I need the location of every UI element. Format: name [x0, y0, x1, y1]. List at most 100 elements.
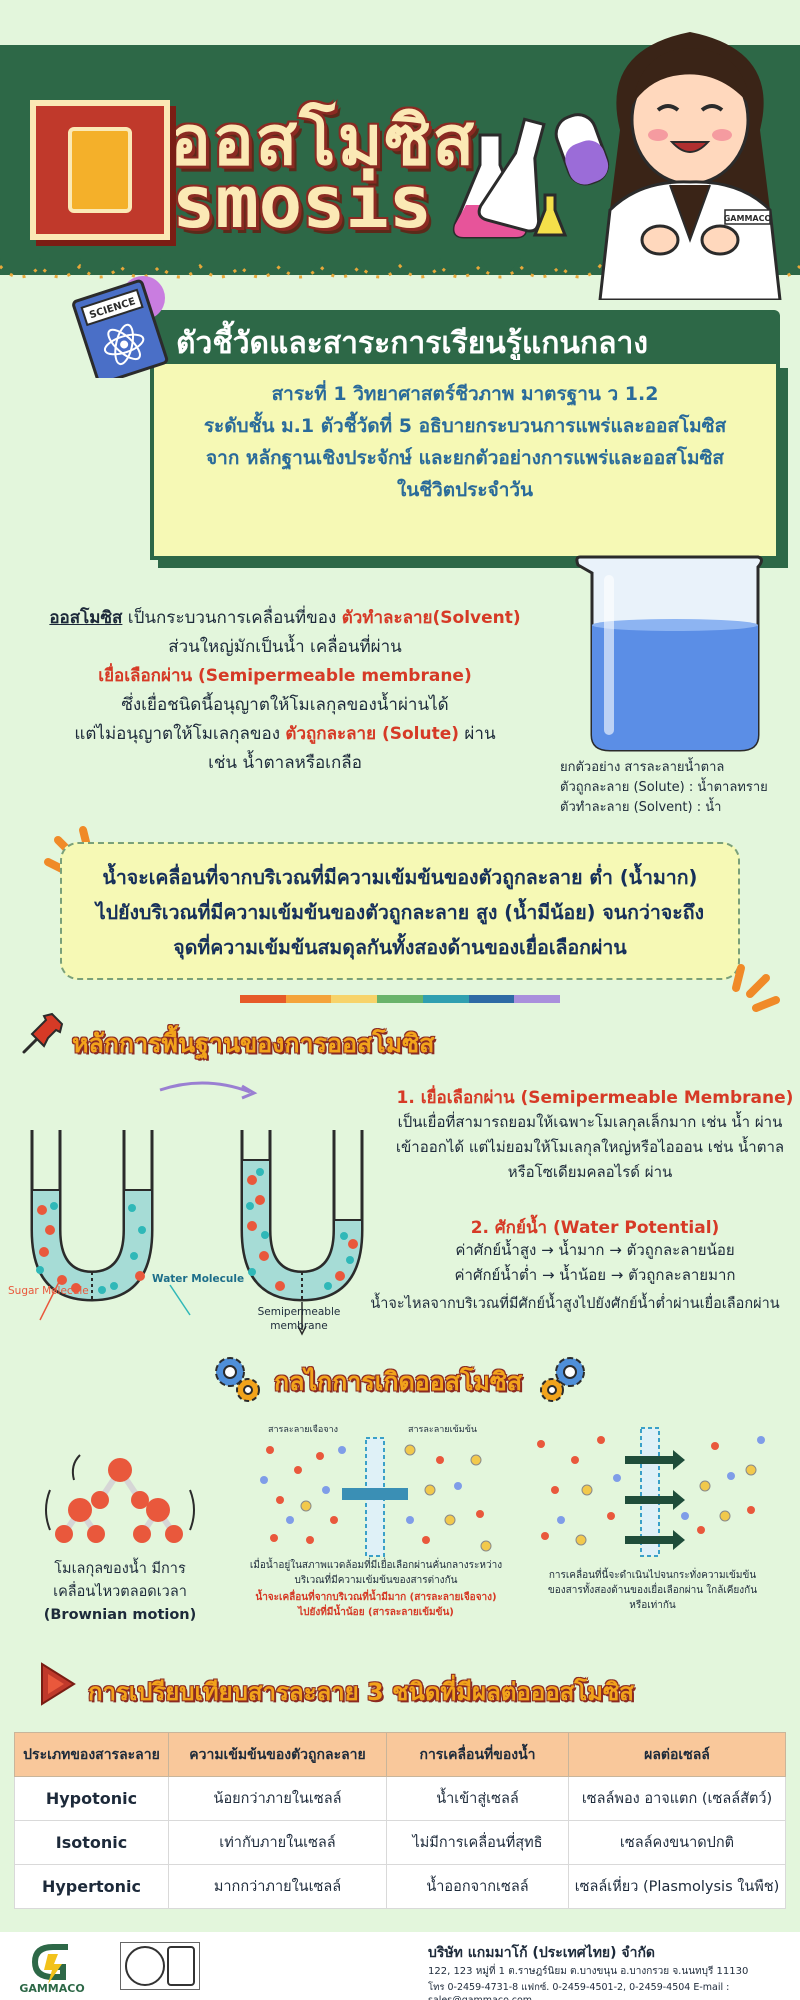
solution-comparison-table: ประเภทของสารละลาย ความเข้มข้นของตัวถูกละ… [14, 1732, 786, 1909]
example-line: ยกตัวอย่าง สารละลายน้ำตาล [560, 760, 725, 775]
mechanism-caption-1: เมื่อน้ำอยู่ในสภาพแวดล้อมที่มีเยื่อเลือก… [248, 1558, 504, 1588]
table-cell: เซลล์คงขนาดปกติ [568, 1820, 786, 1865]
pushpin-icon [22, 1012, 64, 1054]
principle-2-summary: น้ำจะไหลจากบริเวณที่มีศักย์น้ำสูงไปยังศั… [370, 1296, 780, 1312]
movement-line: จุดที่ความเข้มข้นสมดุลกันทั้งสองด้านของเ… [173, 936, 627, 959]
curriculum-standard-box: สาระที่ 1 วิทยาศาสตร์ชีวภาพ มาตรฐาน ว 1.… [150, 360, 780, 560]
table-row: Hypertonic มากกว่าภายในเซลล์ น้ำออกจากเซ… [14, 1864, 786, 1909]
title-english: smosis [172, 160, 433, 244]
column-header: การเคลื่อนที่ของน้ำ [386, 1732, 569, 1777]
definition-text: ผ่าน [459, 724, 496, 744]
table-header-row: ประเภทของสารละลาย ความเข้มข้นของตัวถูกละ… [14, 1732, 786, 1777]
table-cell: น้ำออกจากเซลล์ [386, 1864, 569, 1909]
comparison-title: การเปรียบเทียบสารละลาย 3 ชนิดที่มีผลต่ออ… [88, 1678, 634, 1706]
footer: GAMMACO บริษัท แกมมาโก้ (ประเทศไทย) จำกั… [0, 1932, 800, 2000]
example-line: ตัวถูกละลาย (Solute) : น้ำตาลทราย [560, 780, 768, 795]
caption-line: (Brownian motion) [43, 1607, 197, 1623]
term-osmosis: ออสโมซิส [49, 608, 123, 628]
principle-line: ค่าศักย์น้ำสูง → น้ำมาก → ตัวถูกละลายน้อ… [455, 1241, 735, 1259]
definition-text: เป็นกระบวนการเคลื่อนที่ของ [122, 608, 342, 628]
movement-line: ไปยังบริเวณที่มีความเข้มข้นของตัวถูกละลา… [95, 901, 705, 924]
definition-text: ส่วนใหญ่มักเป็นน้ำ เคลื่อนที่ผ่าน [168, 637, 402, 657]
water-molecule-illustration [45, 1454, 195, 1543]
caption-line: เมื่อน้ำอยู่ในสภาพแวดล้อมที่มีเยื่อเลือก… [249, 1560, 503, 1571]
definition-text: เช่น น้ำตาลหรือเกลือ [208, 753, 362, 773]
company-address: 122, 123 หมู่ที่ 1 ต.ราษฎร์นิยม ต.บางขนุ… [428, 1966, 749, 1977]
membrane-diffusion-diagram [260, 1437, 492, 1557]
definition-text: แต่ไม่อนุญาตให้โมเลกุลของ [74, 724, 286, 744]
mechanism-title: กลไกการเกิดออสโมซิส [274, 1367, 523, 1396]
header-banner: ออสโมซิส smosis GAMMACO [0, 0, 800, 300]
mechanism-caption-2: การเคลื่อนที่นี้จะดำเนินไปจนกระทั่งความเ… [530, 1568, 775, 1613]
lab-flasks-icon [452, 113, 610, 239]
osmosis-definition: ออสโมซิส เป็นกระบวนการเคลื่อนที่ของ ตัวท… [20, 604, 550, 778]
curriculum-line: ในชีวิตประจำวัน [396, 479, 534, 501]
badge-label: GAMMACO [724, 214, 772, 223]
u-tube-osmosis-diagram [30, 1081, 364, 1336]
principle-1-body: เป็นเยื่อที่สามารถยอมให้เฉพาะโมเลกุลเล็ก… [380, 1110, 800, 1185]
table-cell: น้ำเข้าสู่เซลล์ [386, 1776, 569, 1821]
sugar-molecule-label: Sugar Molecule [8, 1285, 89, 1297]
dilute-solution-label: สารละลายเจือจาง [268, 1425, 339, 1435]
table-cell: เซลล์พอง อาจแตก (เซลล์สัตว์) [568, 1776, 786, 1821]
science-book-icon: SCIENCE [72, 276, 169, 378]
table-cell: เท่ากับภายในเซลล์ [168, 1820, 387, 1865]
beaker-illustration [575, 555, 763, 752]
term-solute: ตัวถูกละลาย (Solute) [285, 724, 460, 744]
table-cell: มากกว่าภายในเซลล์ [168, 1864, 387, 1909]
caption-line: โมเลกุลของน้ำ มีการ [54, 1561, 186, 1577]
term-membrane: เยื่อเลือกผ่าน (Semipermeable membrane) [98, 666, 472, 686]
table-cell: เซลล์เหี่ยว (Plasmolysis ในพืช) [568, 1864, 786, 1909]
curriculum-line: สาระที่ 1 วิทยาศาสตร์ชีวภาพ มาตรฐาน ว 1.… [271, 383, 659, 405]
table-cell: Isotonic [14, 1820, 169, 1865]
sugar-solution-example: ยกตัวอย่าง สารละลายน้ำตาล ตัวถูกละลาย (S… [560, 758, 795, 818]
column-header: ความเข้มข้นของตัวถูกละลาย [168, 1732, 387, 1777]
column-header: ประเภทของสารละลาย [14, 1732, 169, 1777]
caption-line: หรือเท่ากัน [629, 1600, 676, 1611]
table-row: Hypotonic น้อยกว่าภายในเซลล์ น้ำเข้าสู่เ… [14, 1776, 786, 1821]
caption-line: น้ำจะเคลื่อนที่จากบริเวณที่น้ำมีมาก (สาร… [255, 1592, 497, 1603]
gear-icon [540, 1357, 585, 1402]
brownian-motion-caption: โมเลกุลของน้ำ มีการ เคลื่อนไหวตลอดเวลา (… [20, 1558, 220, 1627]
caption-line: ไปยังที่มีน้ำน้อย (สารละลายเข้มข้น) [298, 1607, 454, 1618]
water-movement-note: น้ำจะเคลื่อนที่จากบริเวณที่มีความเข้มข้น… [60, 842, 740, 980]
water-molecule-label: Water Molecule [152, 1273, 245, 1285]
table-cell: น้อยกว่าภายในเซลล์ [168, 1776, 387, 1821]
table-cell: Hypertonic [14, 1864, 169, 1909]
principle-line: ค่าศักย์น้ำต่ำ → น้ำน้อย → ตัวถูกละลายมา… [454, 1266, 736, 1284]
principle-1-heading: 1. เยื่อเลือกผ่าน (Semipermeable Membran… [396, 1088, 794, 1108]
principle-2-body: ค่าศักย์น้ำสูง → น้ำมาก → ตัวถูกละลายน้อ… [395, 1238, 795, 1288]
example-line: ตัวทำละลาย (Solvent) : น้ำ [560, 800, 722, 815]
table-row: Isotonic เท่ากับภายในเซลล์ ไม่มีการเคลื่… [14, 1820, 786, 1865]
company-contact: โทร 0-2459-4731-8 แฟกซ์. 0-2459-4501-2, … [428, 1982, 730, 2000]
title-letter-o [30, 100, 170, 240]
certification-seal-icon [125, 1946, 165, 1986]
principle-line: เข้าออกได้ แต่ไม่ยอมให้โมเลกุลใหญ่หรือไอ… [395, 1138, 785, 1156]
membrane-label: Semipermeable membrane [257, 1306, 341, 1332]
footer-logo-text: GAMMACO [19, 1982, 85, 1995]
term-solvent: ตัวทำละลาย(Solvent) [341, 608, 521, 628]
title-thai: ออสโมซิส [170, 102, 477, 181]
color-divider-bar [240, 995, 561, 1003]
certification-mark-icon [167, 1946, 195, 1986]
principles-title: หลักการพื้นฐานของการออสโมซิส [72, 1029, 435, 1058]
definition-text: ซึ่งเยื่อชนิดนี้อนุญาตให้โมเลกุลของน้ำผ่… [121, 695, 449, 715]
burst-decoration-icon [732, 964, 780, 1012]
table-cell: Hypotonic [14, 1776, 169, 1821]
concentrated-solution-label: สารละลายเข้มข้น [408, 1425, 478, 1435]
caption-line: บริเวณที่มีความเข้มข้นของสารต่างกัน [294, 1575, 458, 1586]
table-cell: ไม่มีการเคลื่อนที่สุทธิ [386, 1820, 569, 1865]
column-header: ผลต่อเซลล์ [568, 1732, 786, 1777]
certification-badges [120, 1942, 200, 1990]
caption-line: ของสารทั้งสองด้านของเยื่อเลือกผ่าน ใกล้เ… [547, 1585, 758, 1596]
gammaco-logo-icon [32, 1944, 68, 1984]
caption-line: เคลื่อนไหวตลอดเวลา [53, 1584, 187, 1600]
principle-line: เป็นเยื่อที่สามารถยอมให้เฉพาะโมเลกุลเล็ก… [397, 1113, 783, 1131]
company-name: บริษัท แกมมาโก้ (ประเทศไทย) จำกัด [428, 1945, 656, 1961]
membrane-equilibrium-diagram [537, 1427, 765, 1557]
curriculum-line: ระดับชั้น ม.1 ตัวชี้วัดที่ 5 อธิบายกระบว… [203, 415, 727, 437]
principle-2-heading: 2. ศักย์น้ำ (Water Potential) [470, 1218, 720, 1238]
curriculum-line: จาก หลักฐานเชิงประจักษ์ และยกตัวอย่างการ… [206, 447, 724, 469]
principle-line: หรือโซเดียมคลอไรด์ ผ่าน [507, 1163, 673, 1181]
movement-line: น้ำจะเคลื่อนที่จากบริเวณที่มีความเข้มข้น… [102, 866, 698, 889]
